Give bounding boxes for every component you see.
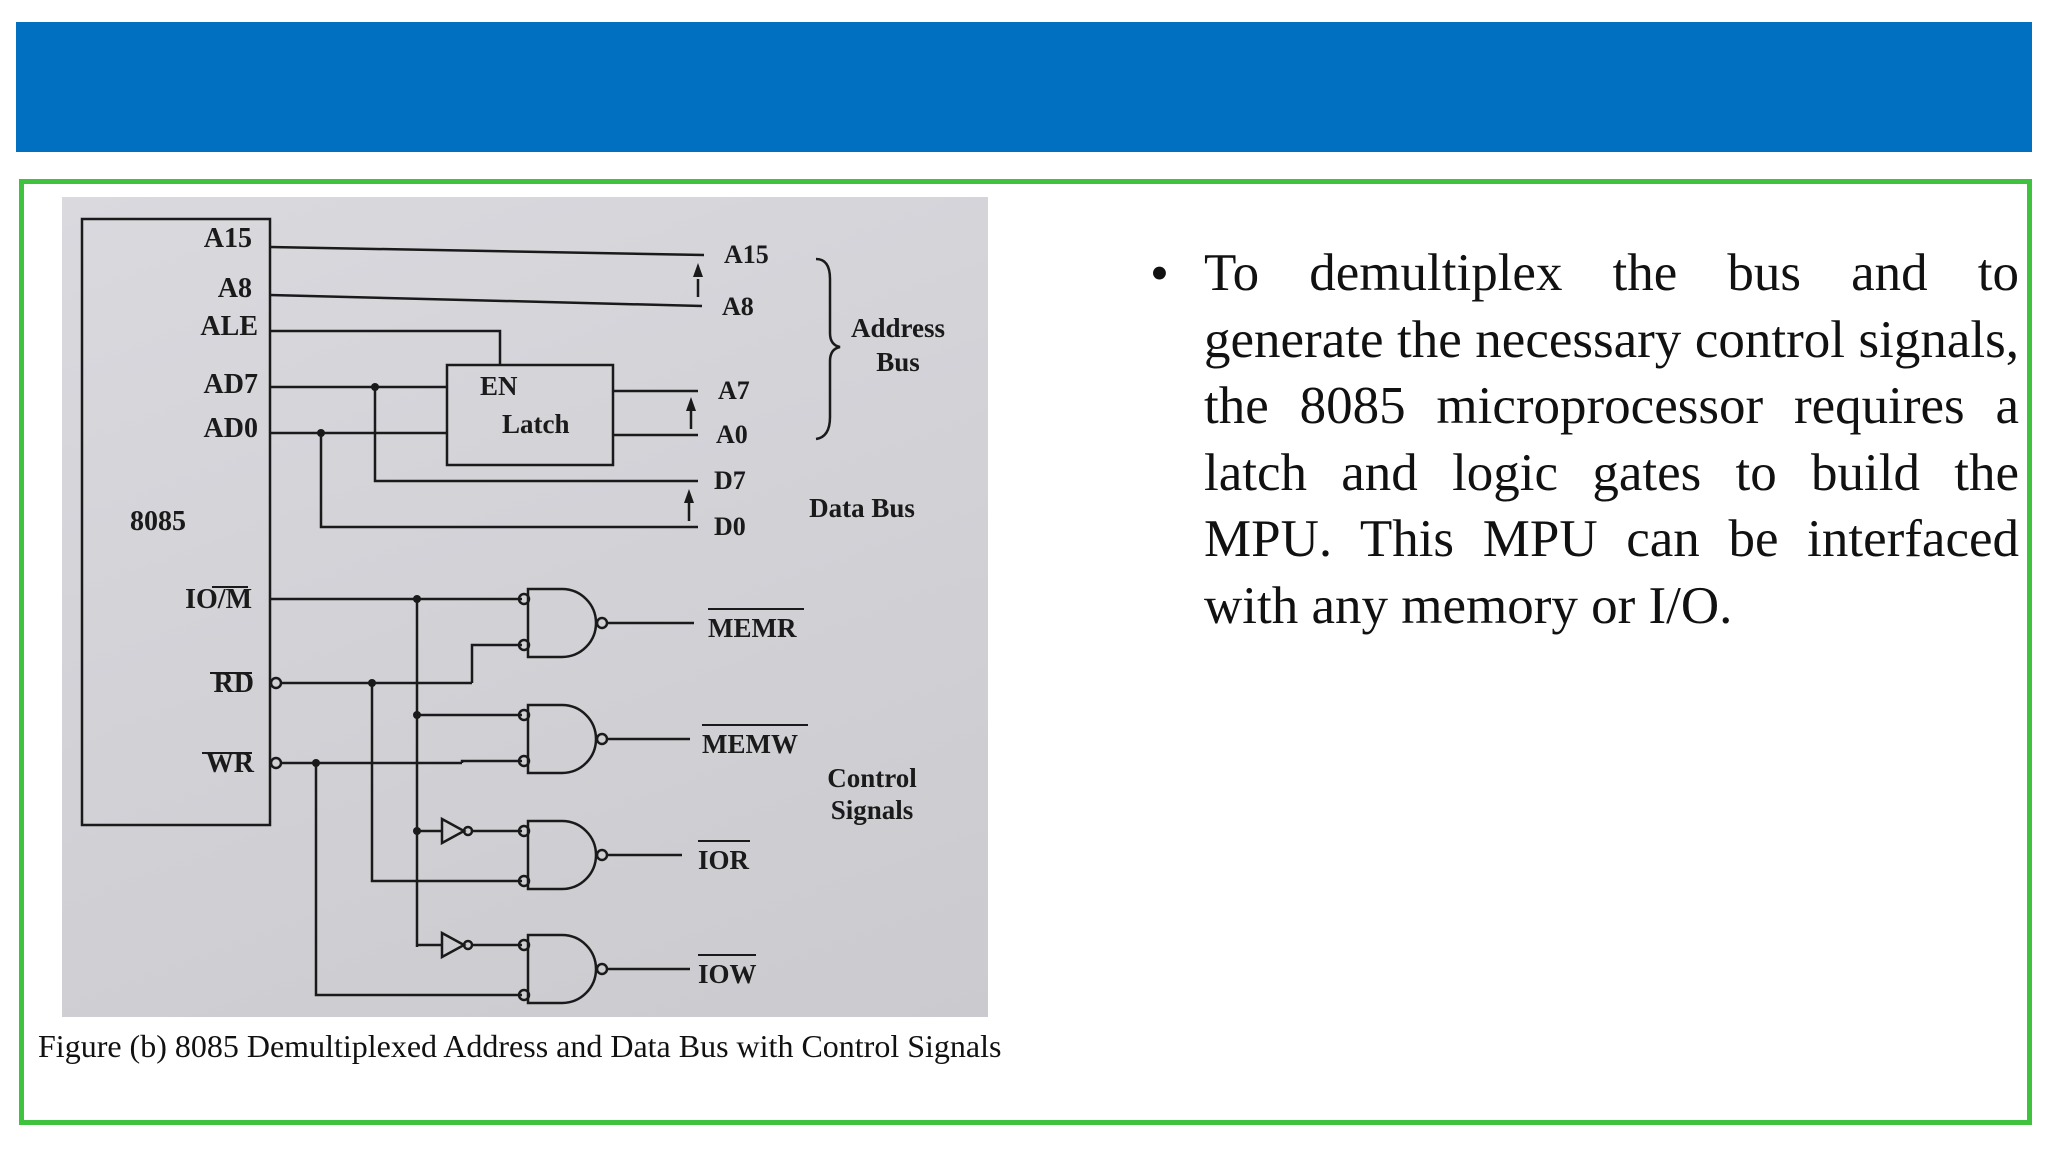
nand-gate-memr <box>517 587 694 659</box>
nand-gate-memw <box>517 703 690 775</box>
control-signals-label-2: Signals <box>831 795 914 825</box>
wire-d0 <box>319 433 698 529</box>
pin-ad7-label: AD7 <box>204 369 258 400</box>
wire-d7 <box>373 387 698 483</box>
iow-label: IOW <box>698 959 757 989</box>
chip-name-label: 8085 <box>130 506 186 537</box>
latch-name-label: Latch <box>502 409 570 439</box>
control-signals-label-1: Control <box>827 763 917 793</box>
pin-a8-label: A8 <box>218 273 252 304</box>
pin-iom-label: IO/M <box>185 584 252 615</box>
wire-a15 <box>269 245 705 257</box>
bullet-marker: • <box>1150 243 1169 303</box>
out-d0-label: D0 <box>714 512 746 541</box>
address-bus-brace <box>815 257 841 441</box>
out-a8-label: A8 <box>722 292 754 321</box>
nand-gate-ior <box>440 816 682 891</box>
out-a0-label: A0 <box>716 420 748 449</box>
wire-a8 <box>269 293 703 308</box>
nand-gate-iow <box>440 930 690 1005</box>
latch-en-label: EN <box>480 371 518 401</box>
figure-caption: Figure (b) 8085 Demultiplexed Address an… <box>38 1028 1002 1064</box>
pin-ale-label: ALE <box>200 311 258 342</box>
pin-ad0-label: AD0 <box>204 413 258 444</box>
out-d7-label: D7 <box>714 466 746 495</box>
latch-box <box>445 363 615 467</box>
content-frame <box>19 179 2032 1125</box>
pin-a15-label: A15 <box>204 223 252 254</box>
pin-rd-label: RD <box>214 668 254 699</box>
bullet-text: To demultiplex the bus and to generate t… <box>1204 244 2019 635</box>
title-bar <box>16 22 2032 152</box>
cpu-chip-box <box>80 217 272 827</box>
memw-label: MEMW <box>702 729 798 759</box>
circuit-diagram: A15 A8 ALE AD7 AD0 8085 IO/M RD WR EN La… <box>80 217 945 1005</box>
memr-label: MEMR <box>708 613 797 643</box>
pin-wr-label: WR <box>206 748 255 779</box>
wire-ale <box>270 329 502 365</box>
out-a15-label: A15 <box>724 240 769 269</box>
ior-label: IOR <box>698 845 750 875</box>
data-bus-label: Data Bus <box>809 493 915 523</box>
out-a7-label: A7 <box>718 376 750 405</box>
address-bus-label-1: Address <box>851 313 945 343</box>
address-bus-label-2: Bus <box>876 347 920 377</box>
figure-image: A15 A8 ALE AD7 AD0 8085 IO/M RD WR EN La… <box>62 197 988 1017</box>
